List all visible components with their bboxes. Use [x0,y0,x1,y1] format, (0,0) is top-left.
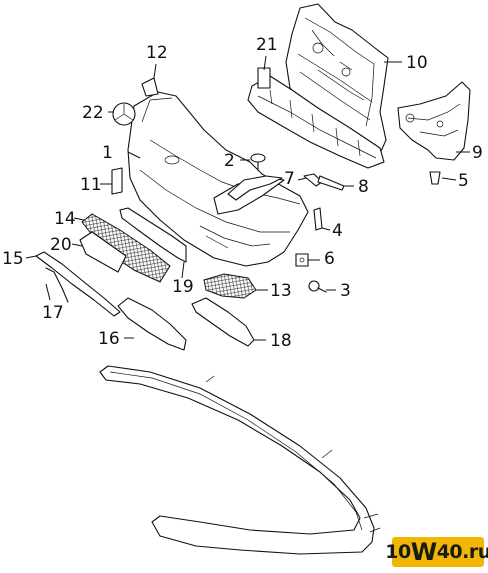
callout-4: 4 [332,221,343,241]
callout-12: 12 [146,43,168,63]
leader-14 [73,217,85,221]
part-screw-3 [308,280,327,293]
callout-8: 8 [358,177,369,197]
callout-15: 15 [2,249,24,269]
callout-22: 22 [82,103,104,123]
callout-20: 20 [50,235,72,255]
leader-17 [45,283,51,301]
part-trim-15 [35,251,121,317]
part-lower-grille [203,273,257,299]
callout-5: 5 [458,171,469,191]
callout-3: 3 [340,281,351,301]
callout-7: 7 [284,169,295,189]
leader-1 [127,151,141,159]
callout-10: 10 [406,53,428,73]
leader-12 [153,63,157,79]
part-impact-bar [247,67,385,169]
part-trim-17 [45,267,69,303]
part-clip-5 [429,171,441,185]
callout-17: 17 [42,303,64,323]
part-bumper-cover [127,91,309,267]
part-bracket-11 [111,167,123,195]
part-nut-6 [295,253,309,267]
part-screw-2 [250,153,266,171]
part-trim-8 [317,175,345,191]
part-side-bracket [397,81,471,161]
callout-21: 21 [256,35,278,55]
leader-4 [321,227,331,231]
part-large-lower-trim [99,365,381,555]
watermark-prefix: 10 [385,541,411,563]
callout-2: 2 [224,151,235,171]
callout-9: 9 [472,143,483,163]
part-front-carrier [285,3,389,159]
leader-15 [25,255,37,259]
watermark-suffix: 40.ru [436,541,488,563]
watermark-w: W [410,538,437,566]
part-frame-16 [117,297,187,351]
leader-20 [71,243,83,247]
callout-6: 6 [324,249,335,269]
callout-1: 1 [102,143,113,163]
leader-21 [263,55,267,71]
callout-16: 16 [98,329,120,349]
callout-19: 19 [172,277,194,297]
part-star-emblem [112,102,136,126]
callout-11: 11 [80,175,102,195]
leader-19 [181,261,185,279]
callout-14: 14 [54,209,76,229]
part-frame-18 [191,297,255,347]
part-trim-7 [227,175,283,201]
part-bolt-4 [313,207,323,231]
leader-7 [297,177,307,181]
callout-13: 13 [270,281,292,301]
part-trim-19 [119,207,187,263]
callout-18: 18 [270,331,292,351]
part-emblem-bracket [141,77,159,97]
part-plate-20 [79,231,127,273]
leader-5 [441,177,457,181]
